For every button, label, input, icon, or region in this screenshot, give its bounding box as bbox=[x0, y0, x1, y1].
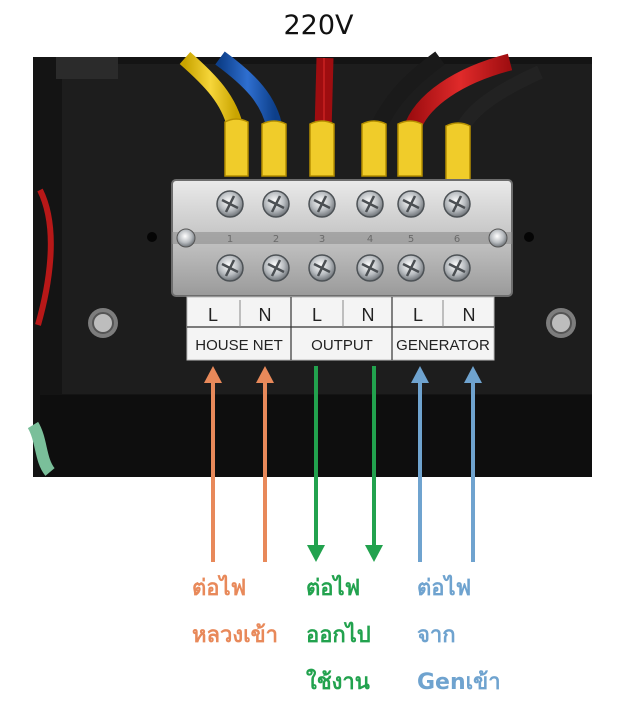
wiring-arrows bbox=[204, 366, 482, 562]
terminal-letter-6: N bbox=[463, 305, 476, 325]
terminal-letter-2: N bbox=[259, 305, 272, 325]
side-green-wire bbox=[27, 421, 55, 476]
generator-n-arrow bbox=[464, 366, 482, 562]
generator-label-1: ต่อไฟ bbox=[417, 576, 472, 601]
generator-label-2: จาก bbox=[417, 623, 456, 648]
side-red-wire bbox=[35, 188, 54, 326]
terminal-groups: HOUSE NET OUTPUT GENERATOR bbox=[195, 337, 490, 354]
output-label-1: ต่อไฟ bbox=[306, 576, 361, 601]
terminal-screw-3-top bbox=[308, 190, 336, 218]
output-l-arrow bbox=[307, 366, 325, 562]
terminal-screw-1-top bbox=[216, 190, 244, 218]
terminal-screw-4-bottom bbox=[356, 254, 384, 282]
terminal-number-1: 1 bbox=[227, 234, 233, 245]
house-net-l-arrow bbox=[204, 366, 222, 562]
terminal-screw-5-bottom bbox=[397, 254, 425, 282]
terminal-number-2: 2 bbox=[273, 234, 279, 245]
terminal-numbers: 1 2 3 4 5 6 bbox=[227, 234, 460, 245]
crimp-terminals bbox=[224, 118, 471, 181]
terminal-letter-1: L bbox=[208, 305, 218, 325]
house-net-label-2: หลวงเข้า bbox=[192, 623, 278, 648]
house-net-n-arrow bbox=[256, 366, 274, 562]
terminal-screw-2-top bbox=[262, 190, 290, 218]
generator-label-3: Genเข้า bbox=[417, 670, 501, 695]
terminal-screw-1-bottom bbox=[216, 254, 244, 282]
output-label-3: ใช้งาน bbox=[306, 670, 370, 695]
terminal-screw-6-bottom bbox=[443, 254, 471, 282]
diagram-title: 220V bbox=[283, 10, 354, 41]
right-bolt bbox=[546, 308, 576, 338]
terminal-screw-3-bottom bbox=[308, 254, 336, 282]
terminal-group-3: GENERATOR bbox=[396, 337, 490, 354]
terminal-number-6: 6 bbox=[454, 234, 460, 245]
wire-red-3 bbox=[314, 57, 334, 133]
output-label-2: ออกไป bbox=[306, 623, 371, 648]
terminal-number-4: 4 bbox=[367, 234, 373, 245]
terminal-screw-6-top bbox=[443, 190, 471, 218]
terminal-letter-4: N bbox=[362, 305, 375, 325]
terminal-group-2: OUTPUT bbox=[311, 337, 373, 354]
left-bolt bbox=[88, 308, 118, 338]
house-net-label-1: ต่อไฟ bbox=[192, 576, 247, 601]
top-left-bracket bbox=[56, 57, 118, 79]
generator-l-arrow bbox=[411, 366, 429, 562]
mounting-hole-right bbox=[524, 232, 534, 242]
terminal-screw-2-bottom bbox=[262, 254, 290, 282]
terminal-screw-4-top bbox=[356, 190, 384, 218]
terminal-number-5: 5 bbox=[408, 234, 414, 245]
mounting-hole-left bbox=[147, 232, 157, 242]
terminal-number-3: 3 bbox=[319, 234, 325, 245]
output-n-arrow bbox=[365, 366, 383, 562]
terminal-screw-5-top bbox=[397, 190, 425, 218]
terminal-block-ridge bbox=[172, 232, 512, 244]
terminal-letter-3: L bbox=[312, 305, 322, 325]
block-end-screws bbox=[176, 228, 508, 248]
terminal-screws bbox=[216, 190, 471, 282]
terminal-group-1: HOUSE NET bbox=[195, 337, 283, 354]
terminal-letter-5: L bbox=[413, 305, 423, 325]
